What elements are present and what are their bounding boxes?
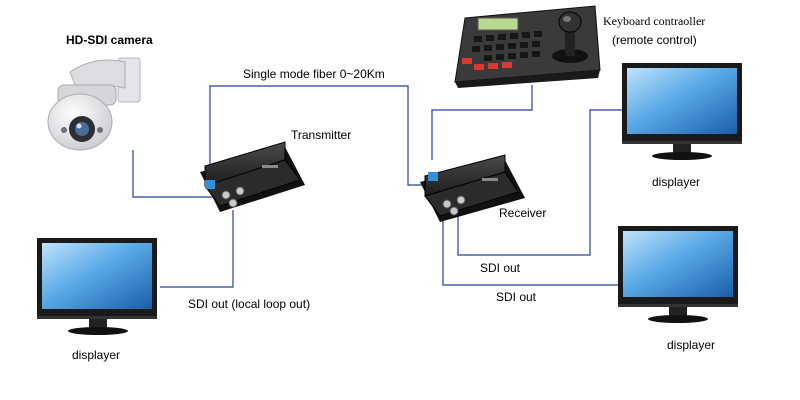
monitor-icon [618,226,738,323]
fiber-label: Single mode fiber 0~20Km [243,67,385,81]
monitor-icon [37,238,157,335]
sdi-out-label-bottom: SDI out [496,290,537,304]
keyboard-controller-icon [454,5,601,88]
sdi-local-loop-label: SDI out (local loop out) [188,297,311,311]
receiver-icon [420,154,525,222]
fiber-cable [209,85,430,186]
camera-to-transmitter-cable [132,150,215,198]
transmitter-icon [200,141,305,212]
camera-label: HD-SDI camera [66,33,153,47]
transmitter-label: Transmitter [291,128,352,142]
monitor-icon [622,63,742,160]
local-loop-cable [160,210,234,288]
receiver-to-displayer-top-cable [457,109,622,256]
receiver-to-keyboard-cable [431,85,533,160]
keyboard-title-label: Keyboard contraoller [603,14,706,28]
camera-icon [47,57,141,151]
sdi-out-label-top: SDI out [480,261,521,275]
displayer-bottom-right-label: displayer [667,338,716,352]
displayer-top-right-label: displayer [652,175,701,189]
receiver-to-displayer-bottom-cable [442,205,618,286]
displayer-left-label: displayer [72,348,121,362]
receiver-label: Receiver [499,206,547,220]
keyboard-sub-label: (remote control) [612,33,697,47]
cables [132,85,622,288]
